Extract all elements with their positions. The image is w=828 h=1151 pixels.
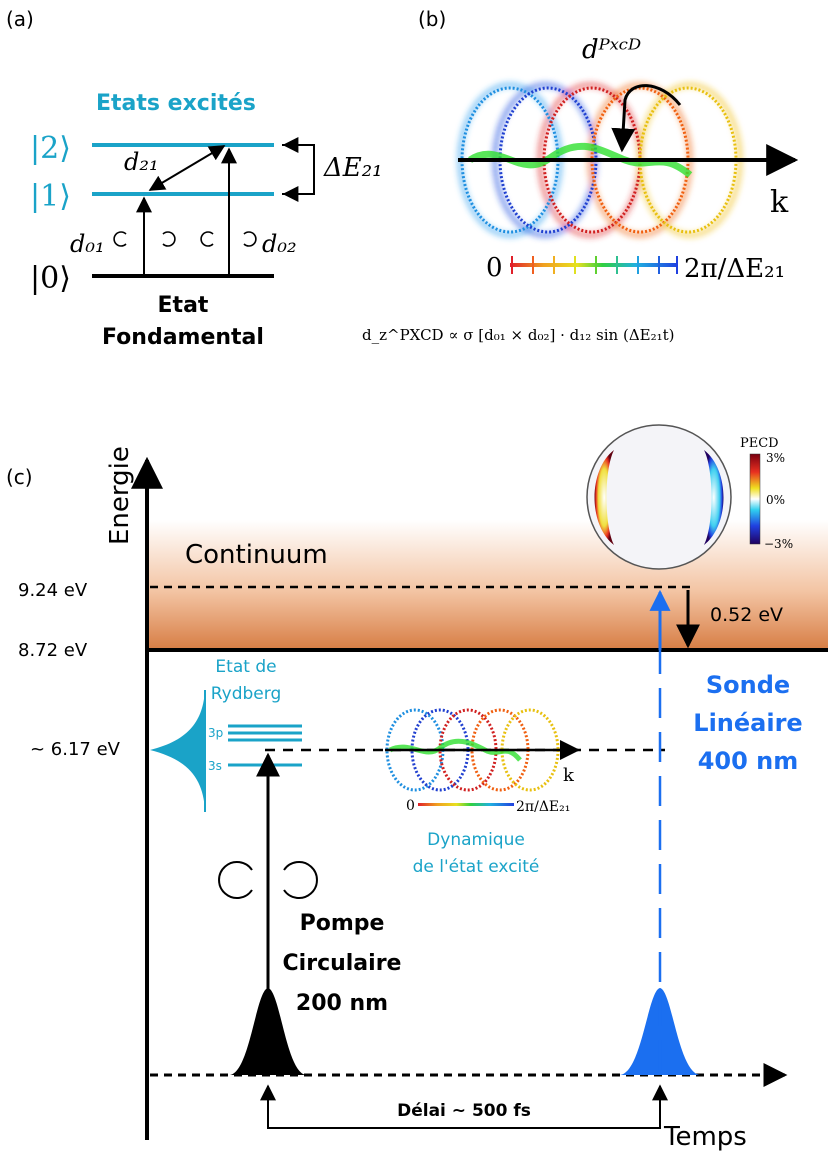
pecd-left-lobe (594, 450, 614, 545)
pecd-image (586, 424, 732, 570)
rydberg-line1: Etat de (215, 657, 276, 677)
orbital-3p-label: 3p (208, 726, 223, 740)
pecd-right-lobe (704, 450, 724, 545)
time-color-scale (510, 263, 678, 267)
scale-end-b: 2π/ΔE₂₁ (684, 254, 785, 284)
circular-arrow-icon (113, 231, 257, 247)
delay-bracket (260, 1084, 668, 1129)
pump-line1: Pompe (300, 911, 385, 936)
dynamics-line1: Dynamique (427, 830, 525, 850)
pecd-colorbar (749, 453, 761, 545)
dpxcd-arrow (611, 84, 682, 153)
pxcd-formula: d_z^PXCD ∝ σ [d₀₁ × d₀₂] · d₁₂ sin (ΔE₂₁… (362, 326, 675, 344)
pump-line2: Circulaire (283, 951, 402, 976)
ket-0: |0⟩ (30, 261, 71, 296)
pecd-title: PECD (740, 436, 779, 451)
d02-label: d₀₂ (262, 230, 297, 258)
inset-k-label: k (563, 765, 575, 786)
probe-line2: Linéaire (693, 709, 802, 737)
pump-line3: 200 nm (296, 991, 388, 1016)
pecd-mid: 0% (766, 493, 785, 507)
excited-states-title: Etats excités (96, 91, 256, 116)
rydberg-line2: Rydberg (211, 684, 281, 704)
probe-pulse (620, 988, 700, 1075)
circular-polarization-icon (218, 861, 318, 899)
ground-state-line2: Fondamental (102, 325, 264, 350)
ground-state-line1: Etat (158, 293, 209, 318)
probe-line1: Sonde (706, 671, 790, 699)
scale-zero-b: 0 (486, 253, 503, 283)
delta-e21-bracket (282, 137, 315, 202)
pecd-min: −3% (764, 537, 793, 551)
panel-b: (b) dᴾˣᶜᴰ k 0 (362, 7, 799, 344)
inset-scale-end: 2π/ΔE₂₁ (516, 799, 570, 815)
dpxcd-label: dᴾˣᶜᴰ (582, 35, 641, 65)
d21-label: d₂₁ (124, 148, 159, 176)
inset-scale-zero: 0 (406, 798, 415, 814)
panel-c-label: (c) (6, 465, 33, 489)
energy-axis-label: Energie (105, 446, 135, 545)
rydberg-wavepacket (150, 690, 205, 810)
pecd-max: 3% (766, 451, 785, 465)
time-axis-label: Temps (663, 1122, 747, 1151)
3p-levels (228, 724, 302, 742)
panel-c: (c) Continuum Energie Temps 9.24 eV 8.72… (6, 424, 828, 1151)
k-label-b: k (770, 185, 789, 220)
d21-arrow (148, 145, 226, 191)
level-617-label: ~ 6.17 eV (30, 739, 121, 760)
panel-a-label: (a) (6, 7, 34, 31)
inset-color-scale (418, 803, 514, 806)
gap-label: 0.52 eV (710, 604, 783, 626)
continuum-label: Continuum (185, 540, 328, 570)
delta-e21-label: ΔE₂₁ (323, 153, 383, 183)
level-872-label: 8.72 eV (18, 640, 88, 661)
orbital-3s-label: 3s (208, 759, 222, 773)
panel-b-label: (b) (418, 7, 446, 31)
dynamics-line2: de l'état excité (413, 857, 540, 877)
scale-ticks-b (511, 256, 678, 274)
panel-a: (a) Etats excités |2⟩ |1⟩ |0⟩ d₂₁ d₀₁ d₀… (6, 7, 383, 350)
ket-1: |1⟩ (30, 179, 71, 214)
d01-label: d₀₁ (70, 230, 105, 258)
pump-pulse (230, 988, 306, 1075)
level-924-label: 9.24 eV (18, 580, 88, 601)
ket-2: |2⟩ (30, 131, 71, 166)
delay-label: Délai ~ 500 fs (397, 1101, 531, 1121)
probe-line3: 400 nm (698, 747, 799, 775)
